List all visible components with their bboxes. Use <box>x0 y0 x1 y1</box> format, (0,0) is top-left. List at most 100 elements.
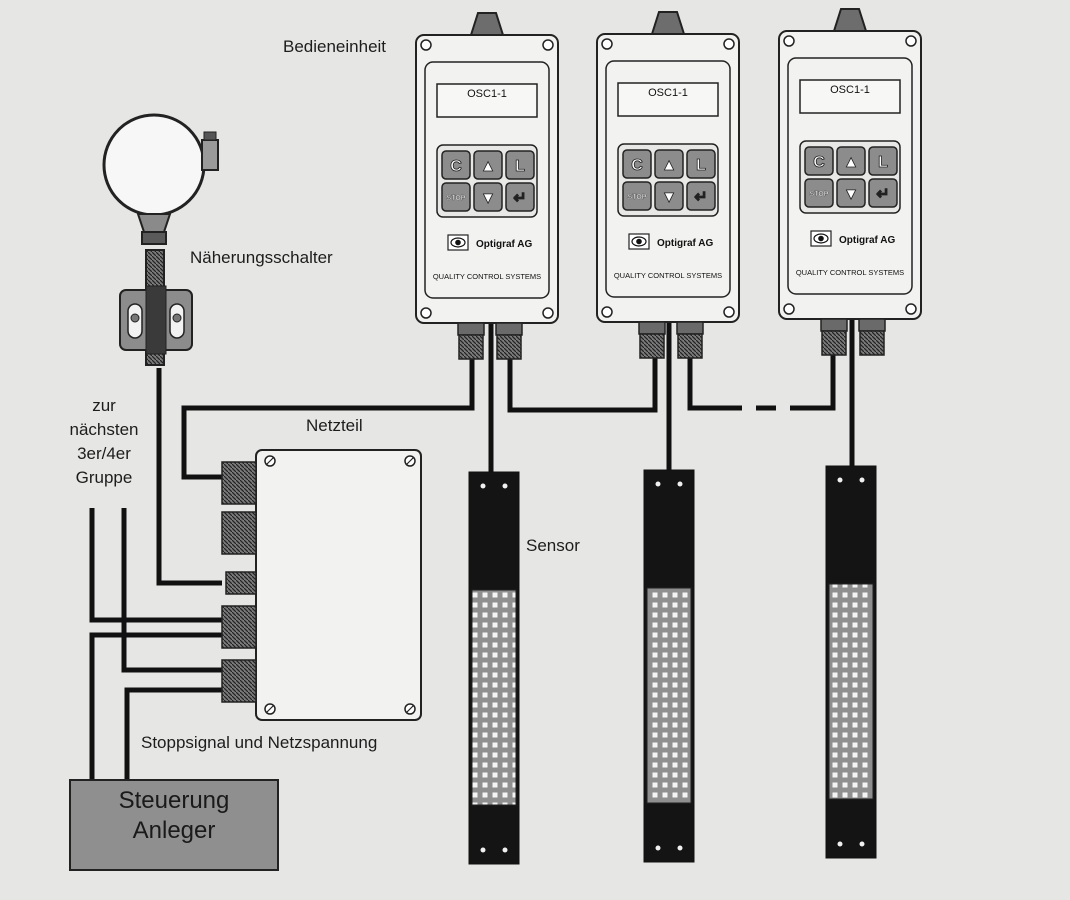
cable-unit1-unit2 <box>507 355 658 413</box>
unit-display-text: OSC1-1 <box>830 84 870 96</box>
down-arrow-icon-label: ▼ <box>661 189 677 206</box>
up-arrow-icon-label: ▲ <box>480 158 496 175</box>
controller-box-line2: Anleger <box>132 817 216 844</box>
proximity-switch <box>102 113 219 366</box>
unit-inner-frame <box>787 57 913 295</box>
enter-icon-label: ↵ <box>694 189 707 206</box>
enter-icon <box>868 178 898 208</box>
label-next-group-line3: 3er/4er <box>77 444 131 463</box>
stop-key-label: STOP <box>810 191 829 198</box>
clear-key-label: C <box>631 157 643 174</box>
cable-controller-a <box>89 632 222 780</box>
power-supply-box <box>221 449 422 721</box>
l-key <box>868 146 898 176</box>
stop-key <box>804 178 834 208</box>
stop-key <box>441 182 471 212</box>
l-key-label: L <box>515 158 525 175</box>
unit-gland-thread <box>821 330 847 356</box>
down-arrow-icon <box>473 182 503 212</box>
screw-icon <box>420 39 432 51</box>
sensor-hole <box>655 481 661 487</box>
screw-icon <box>905 303 917 315</box>
label-operating-unit: Bedieneinheit <box>283 37 387 56</box>
label-power-supply: Netzteil <box>306 416 363 435</box>
up-arrow-icon <box>654 149 684 179</box>
clear-key-label: C <box>813 154 825 171</box>
unit-tagline: QUALITY CONTROL SYSTEMS <box>433 272 541 281</box>
sensor-hole <box>655 845 661 851</box>
l-key-label: L <box>878 154 888 171</box>
label-stop-signal: Stoppsignal und Netzspannung <box>141 733 378 752</box>
unit-tagline: QUALITY CONTROL SYSTEMS <box>614 271 722 280</box>
sensor-hole <box>859 841 865 847</box>
sensor-array <box>471 589 517 806</box>
label-next-group-line1: zur <box>92 396 116 415</box>
sensor-array <box>828 583 874 800</box>
unit-gland-thread <box>496 334 522 360</box>
unit-tagline: QUALITY CONTROL SYSTEMS <box>796 268 904 277</box>
up-arrow-icon <box>473 150 503 180</box>
unit-inner-frame <box>424 61 550 299</box>
clear-key-label: C <box>450 158 462 175</box>
sensor-hole <box>502 847 508 853</box>
unit-display <box>799 79 901 114</box>
cable-glands <box>221 461 257 703</box>
cable-unit2-unit3-solid <box>687 355 722 411</box>
unit-gland-thread <box>458 334 484 360</box>
label-sensor: Sensor <box>526 536 580 555</box>
screw-icon <box>783 35 795 47</box>
stop-key <box>622 181 652 211</box>
enter-icon <box>505 182 535 212</box>
unit-gland-thread <box>859 330 885 356</box>
sensor-hole <box>837 477 843 483</box>
sensor-hole <box>837 841 843 847</box>
unit-display-text: OSC1-1 <box>648 87 688 99</box>
enter-icon <box>686 181 716 211</box>
unit-gland-thread <box>639 333 665 359</box>
sensor-hole <box>502 483 508 489</box>
sensor-hole <box>480 483 486 489</box>
down-arrow-icon <box>654 181 684 211</box>
up-arrow-icon <box>836 146 866 176</box>
sensor-2 <box>643 469 695 863</box>
enter-icon-label: ↵ <box>513 190 526 207</box>
unit-top-cap <box>469 12 505 36</box>
cable-controller-b <box>124 687 222 780</box>
unit-display-text: OSC1-1 <box>467 88 507 100</box>
cable-next-group-a <box>89 508 222 623</box>
cable-proximity <box>156 368 222 586</box>
sensor-array <box>646 587 692 804</box>
sensor-hole <box>677 481 683 487</box>
sensor-3 <box>825 465 877 859</box>
l-key <box>686 149 716 179</box>
screw-icon <box>542 39 554 51</box>
unit-display <box>436 83 538 118</box>
screw-icon <box>601 306 613 318</box>
up-arrow-icon-label: ▲ <box>843 154 859 171</box>
screw-icon <box>905 35 917 47</box>
sensors <box>468 465 877 865</box>
sensor-hole <box>480 847 486 853</box>
l-key <box>505 150 535 180</box>
cable-unit3-end <box>800 353 836 411</box>
up-arrow-icon-label: ▲ <box>661 157 677 174</box>
unit-top-cap <box>832 8 868 32</box>
clear-key <box>804 146 834 176</box>
controller-box-line1: Steuerung <box>118 787 230 814</box>
down-arrow-icon-label: ▼ <box>480 190 496 207</box>
down-arrow-icon-label: ▼ <box>843 186 859 203</box>
clear-key <box>622 149 652 179</box>
unit-gland-nut <box>638 321 666 335</box>
label-next-group-line4: Gruppe <box>75 468 133 487</box>
label-next-group-line2: nächsten <box>69 420 139 439</box>
unit-gland-nut <box>858 318 886 332</box>
eye-logo-pupil <box>636 238 642 245</box>
unit-gland-nut <box>676 321 704 335</box>
sensor-hole <box>859 477 865 483</box>
sensor-1 <box>468 471 520 865</box>
eye-logo-pupil <box>818 235 824 242</box>
sensor-hole <box>677 845 683 851</box>
